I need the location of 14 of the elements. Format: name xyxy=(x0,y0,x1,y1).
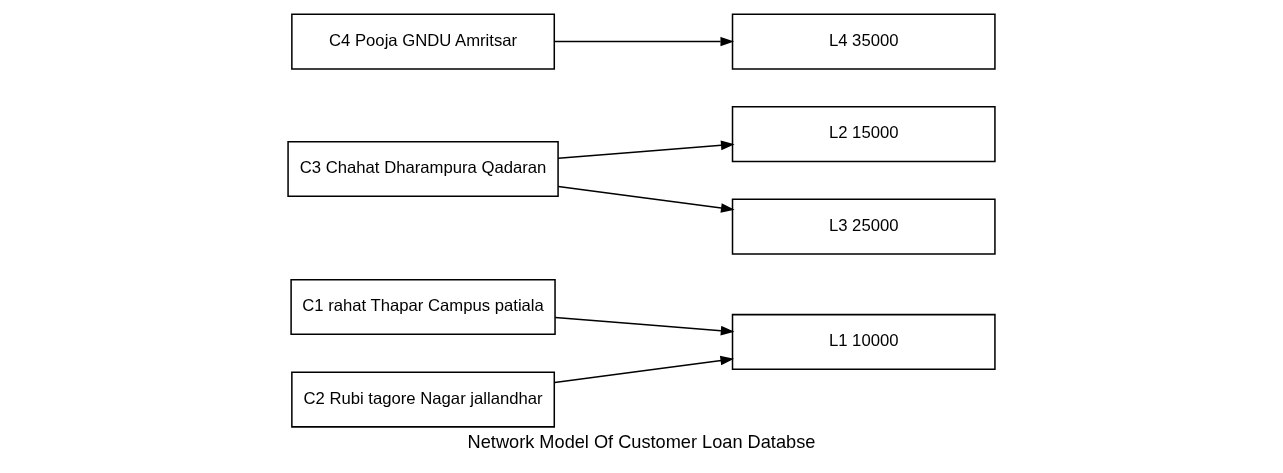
arrow xyxy=(557,185,735,213)
node-box: C4 Pooja GNDU Amritsar xyxy=(291,13,556,70)
caption: Network Model Of Customer Loan Databse xyxy=(467,431,816,452)
node-box: L2 15000 xyxy=(731,106,996,163)
arrow xyxy=(557,140,735,160)
arrow xyxy=(554,316,735,336)
node-box: C3 Chahat Dharampura Qadaran xyxy=(287,140,559,198)
node-box: L3 25000 xyxy=(731,198,996,255)
node-box: C2 Rubi tagore Nagar jallandhar xyxy=(291,371,556,428)
node-box: L1 10000 xyxy=(731,313,996,370)
arrow xyxy=(553,36,735,47)
node-box: L4 35000 xyxy=(731,13,996,70)
arrow xyxy=(553,355,735,384)
node-box: C1 rahat Thapar Campus patiala xyxy=(290,278,556,336)
